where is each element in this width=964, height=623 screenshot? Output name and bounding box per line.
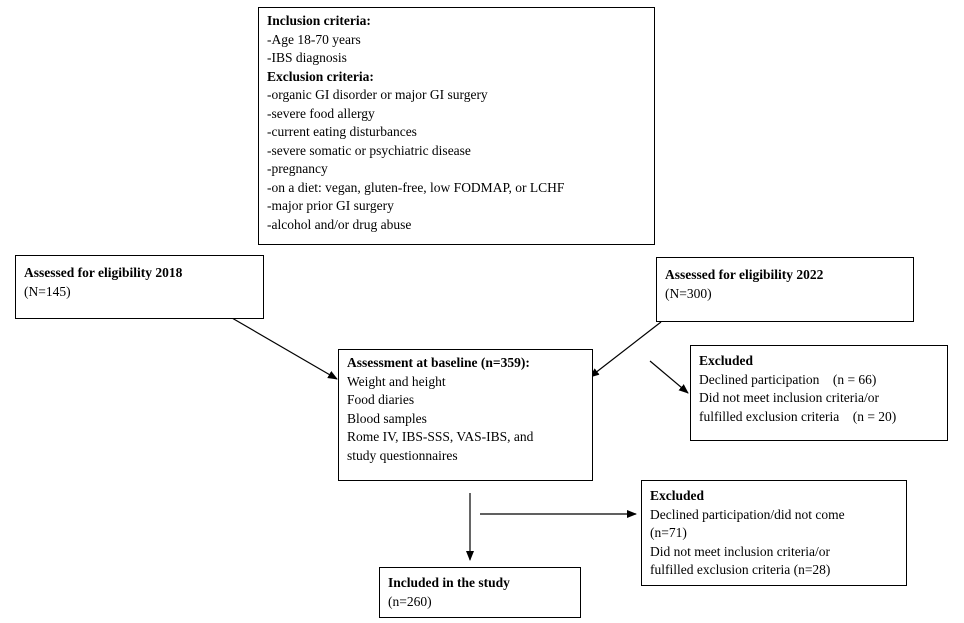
baseline-item: Weight and height bbox=[347, 373, 446, 389]
baseline-item: Rome IV, IBS-SSS, VAS-IBS, and bbox=[347, 429, 534, 444]
exclusion-title: Exclusion criteria: bbox=[267, 68, 374, 84]
excluded-2-box: Excluded Declined participation/did not … bbox=[641, 480, 907, 586]
exclusion-item: -severe food allergy bbox=[267, 105, 375, 121]
excluded-1-item: fulfilled exclusion criteria (n = 20) bbox=[699, 408, 897, 424]
arrow-to-excluded-1 bbox=[649, 360, 689, 394]
exclusion-item: -organic GI disorder or major GI surgery bbox=[267, 87, 488, 102]
inclusion-title: Inclusion criteria: bbox=[267, 13, 371, 28]
exclusion-item: -severe somatic or psychiatric disease bbox=[267, 142, 471, 158]
arrow-2022-to-baseline bbox=[589, 321, 662, 378]
excluded-1-item: Did not meet inclusion criteria/or bbox=[699, 390, 879, 405]
excluded-1-title: Excluded bbox=[699, 353, 754, 368]
arrow-2018-to-baseline bbox=[231, 317, 338, 380]
exclusion-item: -on a diet: vegan, gluten-free, low FODM… bbox=[267, 179, 565, 195]
exclusion-item: -major prior GI surgery bbox=[267, 198, 394, 213]
assessed-2018-n: (N=145) bbox=[24, 283, 71, 299]
exclusion-item: -pregnancy bbox=[267, 161, 328, 176]
inclusion-item: -IBS diagnosis bbox=[267, 50, 347, 65]
assessed-2022-n: (N=300) bbox=[665, 285, 712, 301]
excluded-2-item: Did not meet inclusion criteria/or bbox=[650, 543, 830, 559]
excluded-2-item: (n=71) bbox=[650, 525, 687, 540]
exclusion-item: -current eating disturbances bbox=[267, 124, 417, 139]
baseline-item: study questionnaires bbox=[347, 447, 458, 463]
excluded-1-item: Declined participation (n = 66) bbox=[699, 371, 877, 387]
baseline-item: Food diaries bbox=[347, 392, 415, 407]
excluded-2-item: Declined participation/did not come bbox=[650, 506, 845, 522]
inclusion-item: -Age 18-70 years bbox=[267, 31, 361, 47]
excluded-2-title: Excluded bbox=[650, 488, 705, 503]
criteria-box: Inclusion criteria: -Age 18-70 years -IB… bbox=[258, 7, 655, 245]
excluded-1-box: Excluded Declined participation (n = 66)… bbox=[690, 345, 948, 441]
included-n: (n=260) bbox=[388, 593, 432, 609]
included-box: Included in the study (n=260) bbox=[379, 567, 581, 618]
assessed-2022-title: Assessed for eligibility 2022 bbox=[665, 267, 824, 282]
included-title: Included in the study bbox=[388, 575, 510, 590]
exclusion-item: -alcohol and/or drug abuse bbox=[267, 216, 412, 232]
assessed-2018-title: Assessed for eligibility 2018 bbox=[24, 265, 183, 280]
baseline-title: Assessment at baseline (n=359): bbox=[347, 355, 530, 370]
excluded-2-item: fulfilled exclusion criteria (n=28) bbox=[650, 562, 831, 577]
baseline-box: Assessment at baseline (n=359): Weight a… bbox=[338, 349, 593, 481]
assessed-2022-box: Assessed for eligibility 2022 (N=300) bbox=[656, 257, 914, 322]
assessed-2018-box: Assessed for eligibility 2018 (N=145) bbox=[15, 255, 264, 319]
baseline-item: Blood samples bbox=[347, 410, 427, 426]
